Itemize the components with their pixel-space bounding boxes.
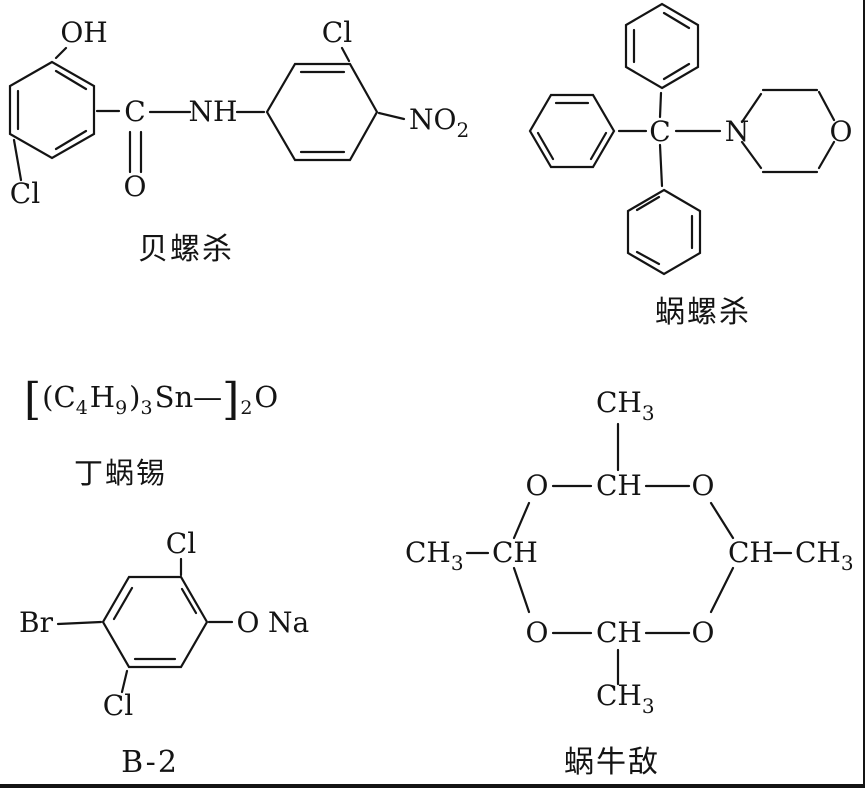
structure-name-trifenmorph: 蜗螺杀 bbox=[655, 295, 751, 330]
bonds bbox=[56, 557, 234, 694]
structure-name-b2: B-2 bbox=[121, 745, 179, 780]
oxygen-label: O bbox=[237, 606, 260, 639]
nitro-group-label: NO2 bbox=[409, 103, 469, 142]
left-bracket: [ bbox=[24, 374, 43, 425]
right-bracket: ] bbox=[222, 374, 241, 425]
ring-double-bonds bbox=[16, 69, 88, 151]
bonds bbox=[12, 46, 406, 182]
bromine-label: Br bbox=[19, 606, 54, 639]
carbonyl-double-bond bbox=[128, 130, 143, 174]
phenyl-ring-bottom bbox=[626, 188, 702, 276]
formula-segment: Sn bbox=[154, 380, 194, 414]
oxygen-label: O bbox=[692, 616, 715, 649]
structure-niclosamide: OH Cl C O NH Cl NO2 贝螺杀 bbox=[8, 16, 469, 267]
methyl-subscript: 3 bbox=[642, 694, 655, 718]
methyl-group-label: CH3 bbox=[405, 536, 464, 575]
ring-double-bonds bbox=[299, 70, 346, 154]
formula-segment: H bbox=[89, 380, 116, 414]
formula-subscript: 9 bbox=[115, 396, 128, 419]
oxygen-label: O bbox=[692, 469, 715, 502]
methyl-subscript: 3 bbox=[841, 551, 854, 575]
benzene-ring bbox=[8, 60, 96, 160]
ring-double-bonds bbox=[632, 11, 691, 81]
bonds bbox=[617, 91, 722, 188]
structure-name-niclosamide: 贝螺杀 bbox=[138, 232, 234, 267]
formula-segment: (C bbox=[42, 380, 76, 414]
benzene-ring bbox=[265, 62, 379, 162]
sodium-label: Na bbox=[268, 606, 309, 639]
phenyl-ring-top bbox=[624, 2, 700, 90]
tbto-formula: [(C4H9)3Sn—]2O bbox=[24, 374, 278, 431]
carbonyl-oxygen-label: O bbox=[124, 170, 147, 203]
nitrogen-label: N bbox=[725, 115, 750, 148]
oxygen-label: O bbox=[526, 616, 549, 649]
methyl-subscript: 3 bbox=[642, 401, 655, 425]
methyl-main: CH bbox=[795, 536, 841, 569]
bond-dash: — bbox=[193, 380, 223, 414]
methyl-subscript: 3 bbox=[451, 551, 464, 575]
structure-name-metaldehyde: 蜗牛敌 bbox=[564, 745, 660, 780]
methyl-main: CH bbox=[405, 536, 451, 569]
structure-name-tbto: 丁蜗锡 bbox=[74, 456, 168, 490]
bonds bbox=[465, 422, 793, 686]
structure-trifenmorph: C N O 蜗螺杀 bbox=[528, 2, 853, 330]
formula-segment: O bbox=[254, 380, 279, 414]
oxygen-label: O bbox=[526, 469, 549, 502]
methine-ch-label: CH bbox=[492, 536, 538, 569]
carbonyl-carbon-label: C bbox=[124, 95, 145, 128]
formula-subscript: 3 bbox=[140, 396, 153, 419]
ring-double-bonds bbox=[635, 195, 694, 266]
methyl-main: CH bbox=[596, 386, 642, 419]
methine-ch-label: CH bbox=[728, 536, 774, 569]
oxygen-label: O bbox=[830, 115, 853, 148]
methine-ch-label: CH bbox=[596, 616, 642, 649]
amide-nh-label: NH bbox=[189, 95, 238, 128]
ring-double-bonds bbox=[536, 101, 608, 161]
chlorine-label: Cl bbox=[166, 527, 196, 560]
methyl-group-label: CH3 bbox=[795, 536, 854, 575]
methine-ch-label: CH bbox=[596, 469, 642, 502]
central-carbon-label: C bbox=[649, 115, 670, 148]
benzene-ring bbox=[101, 575, 209, 669]
morpholine-ring bbox=[740, 88, 836, 174]
nitro-subscript: 2 bbox=[456, 118, 469, 142]
structure-b2: Cl Br Cl O Na B-2 bbox=[19, 527, 309, 780]
formula-subscript: 2 bbox=[240, 396, 253, 419]
hydroxyl-label: OH bbox=[60, 16, 107, 49]
chlorine-label: Cl bbox=[10, 177, 40, 210]
ring-double-bonds bbox=[112, 586, 198, 661]
methyl-group-label: CH3 bbox=[596, 386, 655, 425]
nitro-main: NO bbox=[409, 103, 456, 136]
formula-subscript: 4 bbox=[75, 396, 88, 419]
chlorine-label: Cl bbox=[103, 689, 133, 722]
methyl-group-label: CH3 bbox=[596, 679, 655, 718]
formula-segment: ) bbox=[129, 380, 141, 414]
methyl-main: CH bbox=[596, 679, 642, 712]
phenyl-ring-left bbox=[528, 93, 616, 169]
chlorine-label: Cl bbox=[322, 16, 352, 49]
structure-metaldehyde: CH3 O CH O CH3 CH CH CH3 O CH O CH3 蜗牛敌 bbox=[405, 386, 854, 780]
